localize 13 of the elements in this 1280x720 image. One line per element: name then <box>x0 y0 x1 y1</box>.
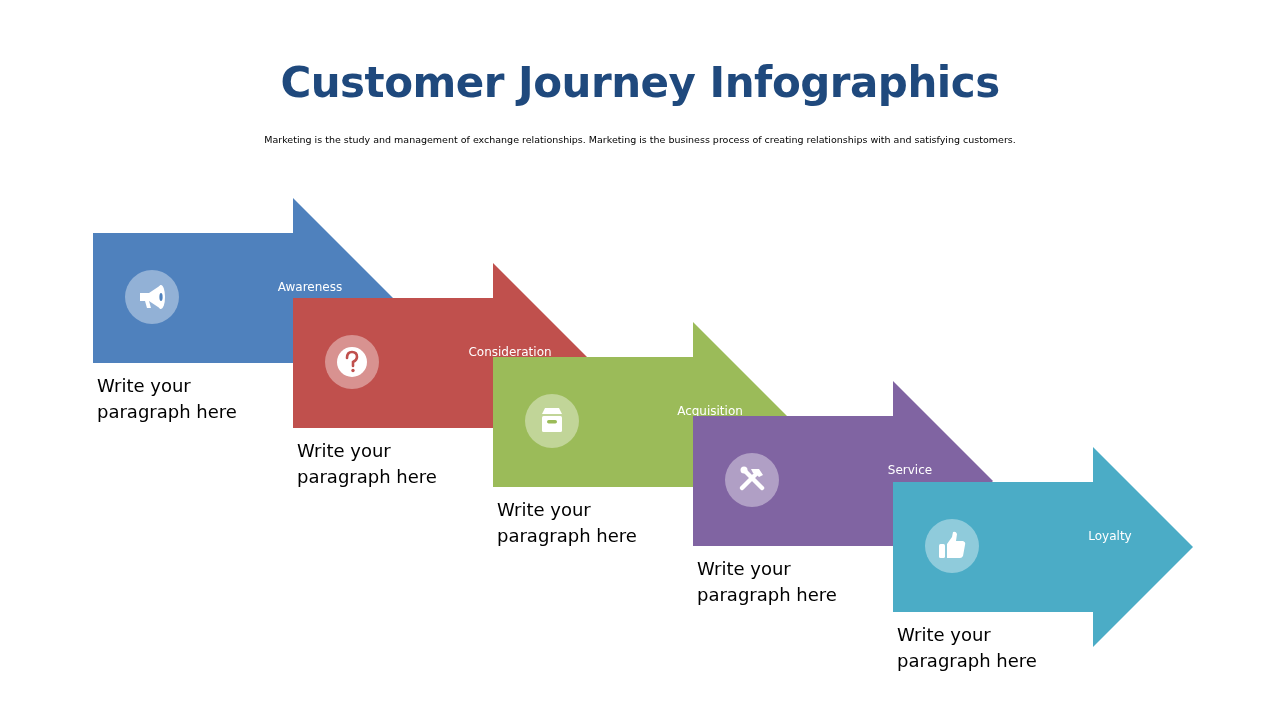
title: Customer Journey Infographics <box>280 58 1000 107</box>
paragraph-text: Write your paragraph here <box>897 623 1038 673</box>
step-label: Service <box>887 463 933 477</box>
paragraph-text: Write your paragraph here <box>297 439 438 489</box>
step-label: Consideration <box>468 345 552 359</box>
paragraph-text: Write your paragraph here <box>497 498 638 548</box>
caption: Marketing is the study and management of exchange relationships. Marketing is the business process of creating relationships with and satisfying customers. <box>264 134 1016 145</box>
step-label: Loyalty <box>1088 529 1132 543</box>
paragraph-text: Write your paragraph here <box>697 557 838 607</box>
arrow-shape <box>93 198 393 363</box>
step-label: Acquisition <box>677 404 743 418</box>
step-label: Awareness <box>277 280 343 294</box>
paragraph-text: Write your paragraph here <box>97 374 238 424</box>
